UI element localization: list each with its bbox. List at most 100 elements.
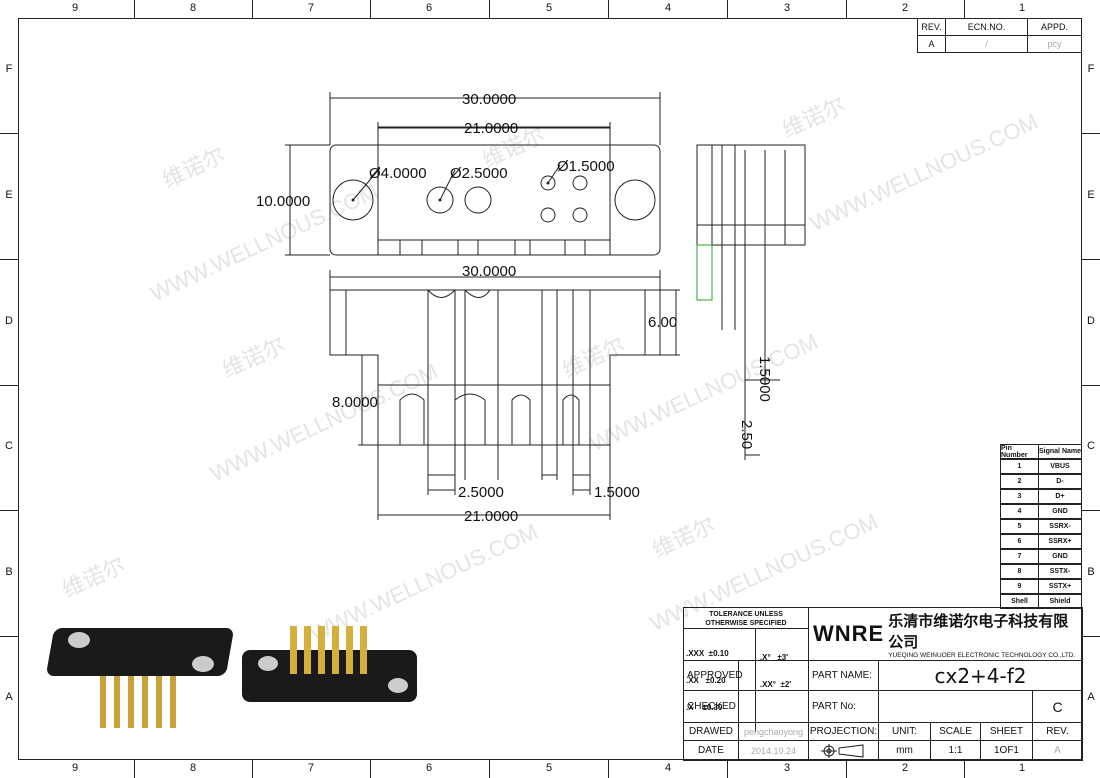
drawed-label: DRAWED	[683, 722, 739, 741]
ruler-tick	[727, 0, 728, 18]
date-value: 2014.10.24	[738, 740, 809, 761]
ruler-tick	[252, 0, 253, 18]
pin-number-header: Pin Number	[1000, 444, 1039, 459]
part-name-value: cx2+4-f2	[878, 660, 1083, 691]
ruler-tick	[1082, 636, 1100, 637]
ruler-label: 2	[901, 2, 909, 14]
ruler-tick	[0, 385, 18, 386]
dim-front-height: 6.00	[648, 314, 677, 331]
company-name-en: YUEQING WEINUOER ELECTRONIC TECHNOLOGY C…	[888, 651, 1076, 659]
ruler-label: A	[5, 691, 13, 703]
signal-name: D+	[1038, 489, 1082, 504]
ruler-label: 6	[425, 762, 433, 774]
ruler-label: D	[5, 315, 13, 327]
dim-front-inner: 21.0000	[464, 508, 518, 525]
pin-number: 7	[1000, 549, 1039, 564]
ruler-label: 3	[783, 2, 791, 14]
ruler-label: C	[5, 440, 13, 452]
pin-number: 3	[1000, 489, 1039, 504]
checked-label: CHECKED	[683, 690, 739, 723]
dim-height: 10.0000	[256, 193, 310, 210]
ruler-tick	[0, 636, 18, 637]
tolerance-box: TOLERANCE UNLESS OTHERWISE SPECIFIED .XX…	[683, 607, 809, 732]
dim-hole-4: Ø4.0000	[369, 165, 427, 182]
signal-name: SSRX+	[1038, 534, 1082, 549]
pin-number: 5	[1000, 519, 1039, 534]
scale-value: 1:1	[930, 740, 981, 761]
dim-pin-pitch-2: 1.5000	[594, 484, 640, 501]
ruler-label: F	[5, 63, 13, 75]
dim-pin-pitch-1: 2.5000	[458, 484, 504, 501]
ruler-tick	[1082, 133, 1100, 134]
ruler-label: B	[5, 566, 13, 578]
tolerance-xxx: .XXX ±0.10	[686, 649, 729, 658]
ruler-label: 9	[71, 762, 79, 774]
ruler-label: 2	[901, 762, 909, 774]
ruler-tick	[134, 0, 135, 18]
appd-value: pcy	[1027, 35, 1082, 53]
sheet-label: SHEET	[980, 722, 1033, 741]
projection-label: PROJECTION:	[808, 722, 879, 741]
rev-value: A	[1032, 740, 1083, 761]
part-no-rev: C	[1032, 690, 1083, 723]
pin-number: 9	[1000, 579, 1039, 594]
ruler-label: A	[1087, 691, 1095, 703]
ruler-label: E	[1087, 189, 1095, 201]
tolerance-x: .X ±0.30	[686, 703, 723, 712]
ruler-tick	[370, 0, 371, 18]
angle-xx: .XX° ±2'	[759, 680, 792, 689]
dim-top-inner: 21.0000	[464, 120, 518, 137]
company-logo: WNRE	[813, 621, 885, 646]
signal-name: SSTX+	[1038, 579, 1082, 594]
company-name-cn: 乐清市维诺尔电子科技有限公司	[888, 612, 1069, 651]
ruler-label: C	[1087, 440, 1095, 452]
dim-front-width: 30.0000	[462, 263, 516, 280]
ruler-tick	[964, 760, 965, 778]
tolerance-xx: .XX ±0.20	[686, 676, 726, 685]
ruler-label: 3	[783, 762, 791, 774]
signal-name: GND	[1038, 549, 1082, 564]
rev-label: REV.	[1032, 722, 1083, 741]
ruler-label: 5	[545, 762, 553, 774]
dim-side-2: 2.50	[738, 420, 755, 449]
dim-side-1: 1.5000	[756, 356, 773, 402]
ruler-tick	[1082, 259, 1100, 260]
ruler-tick	[846, 760, 847, 778]
checked-value	[738, 690, 809, 723]
pin-number: 2	[1000, 474, 1039, 489]
ruler-label: B	[1087, 566, 1095, 578]
ruler-tick	[608, 760, 609, 778]
signal-name: Shield	[1038, 594, 1082, 609]
angle-x: .X° ±3'	[759, 653, 789, 662]
dim-top-width: 30.0000	[462, 91, 516, 108]
ruler-label: E	[5, 189, 13, 201]
ruler-tick	[370, 760, 371, 778]
pin-number: 1	[1000, 459, 1039, 474]
dim-hole-2-5: Ø2.5000	[450, 165, 508, 182]
ruler-label: 7	[307, 2, 315, 14]
ruler-tick	[0, 133, 18, 134]
ruler-label: 9	[71, 2, 79, 14]
ruler-tick	[608, 0, 609, 18]
ruler-tick	[0, 259, 18, 260]
ruler-label: 4	[664, 2, 672, 14]
company-box: WNRE 乐清市维诺尔电子科技有限公司 YUEQING WEINUOER ELE…	[808, 607, 1083, 661]
unit-value: mm	[878, 740, 931, 761]
drawing-frame	[18, 18, 1082, 760]
scale-label: SCALE	[930, 722, 981, 741]
signal-name: D-	[1038, 474, 1082, 489]
front-view	[329, 270, 680, 520]
projection-symbol-icon	[808, 740, 879, 761]
dim-body-height: 8.0000	[332, 394, 378, 411]
pin-number: 8	[1000, 564, 1039, 579]
ruler-tick	[1082, 510, 1100, 511]
signal-name-header: Signal Name	[1038, 444, 1082, 459]
ruler-label: 5	[545, 2, 553, 14]
tolerance-title: TOLERANCE UNLESS OTHERWISE SPECIFIED	[705, 611, 787, 627]
ruler-tick	[489, 760, 490, 778]
signal-name: SSTX-	[1038, 564, 1082, 579]
ruler-tick	[134, 760, 135, 778]
ruler-tick	[252, 760, 253, 778]
